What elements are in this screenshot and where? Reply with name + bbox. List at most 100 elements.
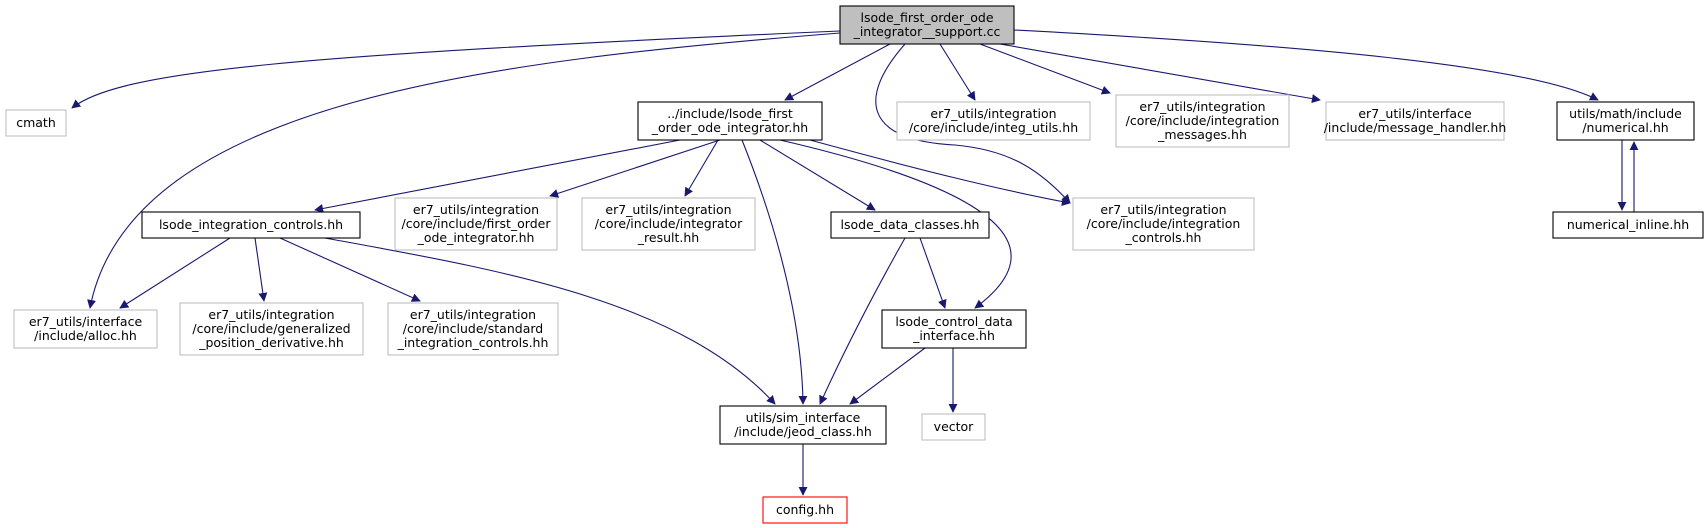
node-label-line: er7_utils/integration: [413, 202, 539, 217]
edge-integration_controls-to-alloc: [119, 237, 231, 309]
node-label-line: lsode_first_order_ode: [860, 10, 993, 25]
node-numerical[interactable]: utils/math/include/numerical.hh: [1556, 101, 1695, 141]
node-label-line: /numerical.hh: [1582, 120, 1668, 135]
node-jeod_class[interactable]: utils/sim_interface/include/jeod_class.h…: [719, 405, 887, 445]
node-label-line: lsode_control_data: [895, 314, 1012, 329]
node-root[interactable]: lsode_first_order_ode_integrator__suppor…: [839, 5, 1015, 45]
edge-lsode_integrator-to-integration_controls: [314, 139, 681, 213]
node-label-line: /core/include/integration: [1126, 113, 1280, 128]
node-box: [1072, 197, 1255, 251]
node-box: [179, 302, 364, 356]
edge-lsode_integrator-to-first_order_ode_integrator: [549, 139, 721, 198]
node-label-line: er7_utils/interface: [29, 314, 143, 329]
node-box: [13, 309, 158, 349]
edge-root-to-numerical: [1013, 29, 1599, 101]
edge-root-to-core_integration_controls: [875, 43, 1071, 204]
node-box: [830, 211, 990, 239]
node-alloc[interactable]: er7_utils/interface/include/alloc.hh: [13, 309, 158, 349]
edge-lsode_integrator-to-data_classes: [759, 139, 876, 211]
node-label-line: _position_derivative.hh: [198, 335, 344, 350]
edges: [71, 29, 1639, 496]
node-label-line: _result.hh: [637, 230, 699, 245]
node-label-line: vector: [934, 419, 975, 434]
node-vector[interactable]: vector: [921, 413, 986, 441]
node-label-line: er7_utils/integration: [208, 307, 334, 322]
edge-root-to-integ_utils: [939, 43, 976, 101]
node-label-line: er7_utils/interface: [1358, 106, 1472, 121]
node-lsode_integrator[interactable]: ../include/lsode_first_order_ode_integra…: [637, 101, 823, 141]
node-box: [1552, 211, 1704, 239]
node-standard_integration_controls[interactable]: er7_utils/integration/core/include/stand…: [387, 302, 559, 356]
node-label-line: lsode_integration_controls.hh: [159, 217, 343, 232]
node-label-line: er7_utils/integration: [1100, 202, 1226, 217]
node-cmath[interactable]: cmath: [5, 109, 67, 137]
node-message_handler[interactable]: er7_utils/interface/include/message_hand…: [1324, 101, 1507, 141]
node-label-line: config.hh: [776, 502, 834, 517]
node-label-line: /include/alloc.hh: [34, 328, 137, 343]
node-label-line: /include/jeod_class.hh: [734, 424, 872, 439]
node-integration_messages[interactable]: er7_utils/integration/core/include/integ…: [1115, 94, 1290, 148]
edge-root-to-lsode_integrator: [784, 43, 891, 101]
edge-integration_controls-to-standard_integration_controls: [279, 237, 421, 302]
node-label-line: er7_utils/integration: [605, 202, 731, 217]
node-box: [762, 496, 848, 524]
node-label-line: er7_utils/integration: [410, 307, 536, 322]
node-config[interactable]: config.hh: [762, 496, 848, 524]
node-integrator_result[interactable]: er7_utils/integration/core/include/integ…: [581, 197, 756, 251]
node-box: [5, 109, 67, 137]
node-label-line: ../include/lsode_first: [667, 106, 793, 121]
nodes: lsode_first_order_ode_integrator__suppor…: [5, 5, 1704, 524]
edge-lsode_integrator-to-core_integration_controls: [809, 139, 1071, 206]
node-integration_controls[interactable]: lsode_integration_controls.hh: [141, 211, 361, 239]
node-data_classes[interactable]: lsode_data_classes.hh: [830, 211, 990, 239]
edge-root-to-cmath: [71, 30, 841, 109]
node-label-line: cmath: [16, 115, 56, 130]
node-generalized_position_derivative[interactable]: er7_utils/integration/core/include/gener…: [179, 302, 364, 356]
node-control_data_interface[interactable]: lsode_control_data_interface.hh: [881, 309, 1027, 349]
node-box: [719, 405, 887, 445]
edge-data_classes-to-control_data_interface: [919, 237, 947, 309]
node-numerical_inline[interactable]: numerical_inline.hh: [1552, 211, 1704, 239]
edge-integration_controls-to-generalized_position_derivative: [254, 237, 268, 302]
node-first_order_ode_integrator[interactable]: er7_utils/integration/core/include/first…: [394, 197, 558, 251]
node-label-line: _integrator__support.cc: [853, 24, 1001, 39]
node-box: [637, 101, 823, 141]
node-label-line: _integration_controls.hh: [397, 335, 549, 350]
edge-root-to-alloc: [87, 32, 841, 309]
node-box: [581, 197, 756, 251]
edge-lsode_integrator-to-control_data_interface: [779, 139, 1012, 309]
node-box: [921, 413, 986, 441]
node-box: [1556, 101, 1695, 141]
node-label-line: /core/include/integ_utils.hh: [909, 120, 1078, 135]
node-box: [881, 309, 1027, 349]
node-label-line: _interface.hh: [912, 328, 995, 343]
node-core_integration_controls[interactable]: er7_utils/integration/core/include/integ…: [1072, 197, 1255, 251]
edge-root-to-integration_messages: [979, 43, 1111, 95]
edge-lsode_integrator-to-jeod_class: [741, 139, 808, 405]
edge-data_classes-to-jeod_class: [819, 237, 906, 405]
node-label-line: utils/math/include: [1569, 106, 1682, 121]
node-label-line: /include/message_handler.hh: [1324, 120, 1507, 135]
node-label-line: _controls.hh: [1125, 230, 1202, 245]
edge-lsode_integrator-to-integrator_result: [684, 139, 719, 197]
node-label-line: _messages.hh: [1157, 127, 1247, 142]
node-label-line: /core/include/integrator: [595, 216, 743, 231]
node-label-line: numerical_inline.hh: [1567, 217, 1689, 232]
node-label-line: /core/include/generalized: [192, 321, 350, 336]
node-label-line: er7_utils/integration: [1139, 99, 1265, 114]
node-box: [387, 302, 559, 356]
node-box: [1115, 94, 1290, 148]
node-label-line: lsode_data_classes.hh: [841, 217, 980, 232]
edge-integration_controls-to-jeod_class: [324, 237, 776, 405]
node-label-line: er7_utils/integration: [930, 106, 1056, 121]
edge-control_data_interface-to-jeod_class: [849, 347, 926, 405]
node-box: [141, 211, 361, 239]
node-box: [394, 197, 558, 251]
node-box: [839, 5, 1015, 45]
node-integ_utils[interactable]: er7_utils/integration/core/include/integ…: [896, 101, 1091, 141]
node-label-line: /core/include/standard: [403, 321, 543, 336]
node-box: [896, 101, 1091, 141]
node-label-line: /core/include/integration: [1087, 216, 1241, 231]
edge-root-to-message_handler: [999, 43, 1321, 104]
